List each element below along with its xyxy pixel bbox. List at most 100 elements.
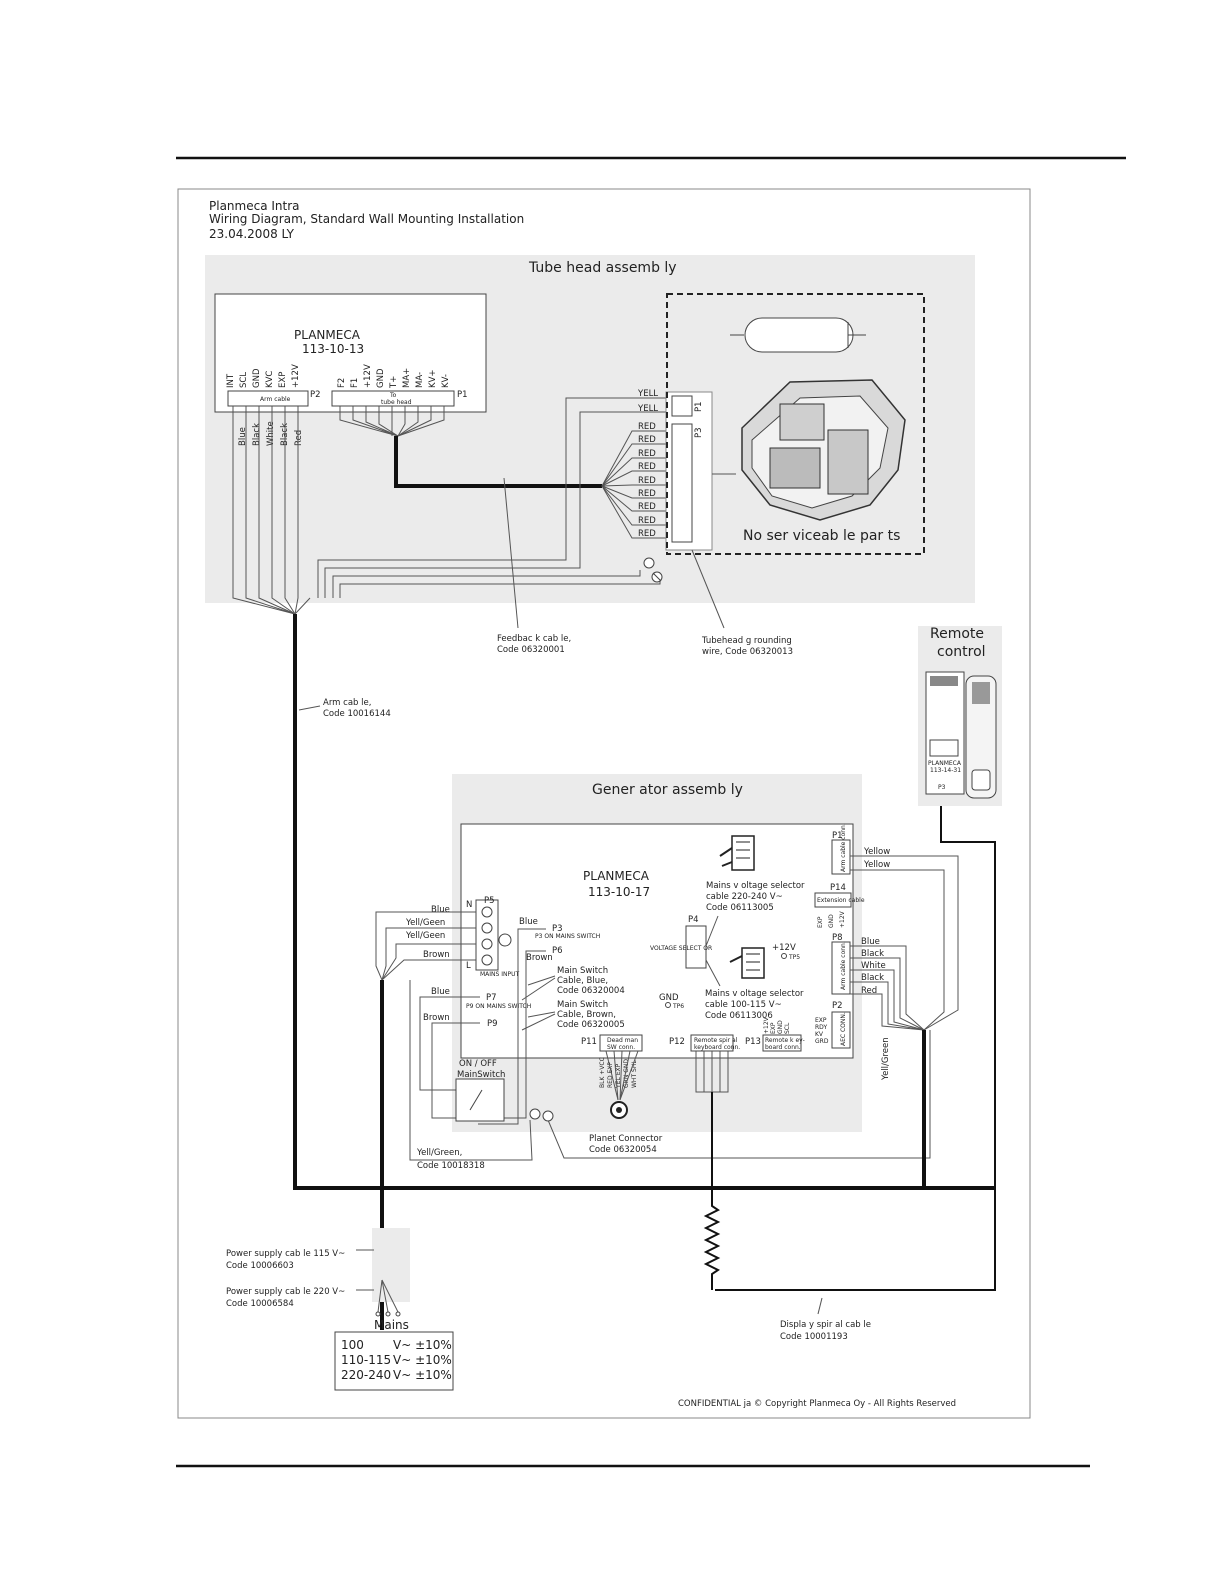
sel100-label-1: Mains v oltage selector bbox=[705, 989, 804, 999]
pin-label: +12V bbox=[291, 364, 301, 388]
p5-terminal bbox=[475, 899, 499, 971]
ms-blue-label-2: Cable, Blue, bbox=[557, 976, 608, 986]
mains-range: 100 bbox=[341, 1338, 364, 1352]
red-label: RED bbox=[638, 449, 656, 459]
pin-label: SCL bbox=[239, 372, 249, 388]
p3-label: P3 bbox=[552, 924, 563, 934]
grounding-leader bbox=[691, 549, 725, 629]
grounding-label-1: Tubehead g rounding bbox=[701, 636, 792, 646]
mains-spec: V~ ±10% bbox=[393, 1338, 452, 1352]
to-tubehead-label-1: To bbox=[389, 392, 397, 399]
pin-label: KV- bbox=[441, 374, 451, 388]
sel100-label-2: cable 100-115 V~ bbox=[705, 1000, 782, 1010]
pin-label: KVC bbox=[265, 371, 275, 388]
spiral-cable-icon bbox=[703, 1092, 721, 1290]
ps220-label-1: Power supply cab le 220 V~ bbox=[226, 1287, 345, 1297]
yg-cable-label-2: Code 10018318 bbox=[417, 1161, 485, 1171]
tubehead-board-name: PLANMECA bbox=[294, 328, 361, 342]
p13-conn-label-1: Remote k ey- bbox=[765, 1037, 805, 1044]
tp5-point bbox=[781, 953, 787, 959]
remote-chip bbox=[930, 676, 958, 686]
ms-leaders bbox=[521, 975, 556, 1031]
gen-p1-connector bbox=[831, 839, 851, 875]
ps220-label-2: Code 10006584 bbox=[226, 1299, 294, 1309]
tubehead-conn-p1 bbox=[671, 395, 693, 417]
p1-fanout bbox=[339, 406, 445, 437]
voltage-selector-label: VOLTAGE SELECT OR bbox=[650, 945, 712, 952]
p8-wire-label: Black bbox=[861, 973, 884, 983]
pin-label: INT bbox=[226, 373, 236, 388]
arm-cable-thick bbox=[293, 614, 995, 1190]
voltage-selector-100-icon bbox=[729, 947, 765, 979]
remote-board-name: PLANMECA bbox=[928, 760, 962, 767]
p8-wires bbox=[547, 945, 931, 1159]
confidential-notice: CONFIDENTIAL ja © Copyright Planmeca Oy … bbox=[678, 1399, 956, 1409]
p11-conn-label-2: SW conn. bbox=[607, 1044, 635, 1051]
p3-p6-wires bbox=[478, 928, 546, 1125]
ps-plug-wires bbox=[377, 1279, 399, 1313]
p13-conn-label-2: board conn. bbox=[765, 1044, 801, 1051]
wire-color-label: Blue bbox=[238, 427, 248, 446]
pin-label: F1 bbox=[350, 378, 360, 388]
gen-p2-conn-label: AEC CONN. bbox=[840, 1012, 847, 1046]
gen-p2-pin: KV bbox=[815, 1031, 824, 1038]
display-spiral-cable bbox=[715, 806, 996, 1291]
generator-board bbox=[460, 823, 854, 1059]
mains-title: Mains bbox=[374, 1318, 409, 1332]
tp6-point bbox=[665, 1002, 671, 1008]
tubehead-p1-label: P1 bbox=[457, 390, 468, 400]
display-leader bbox=[817, 1297, 823, 1315]
gen-p2-pin: RDY bbox=[815, 1024, 827, 1031]
remote-title-2: control bbox=[937, 644, 986, 660]
ground-screw-icon bbox=[542, 1110, 554, 1122]
main-switch-label-2: MainSwitch bbox=[457, 1070, 505, 1080]
p5-l-label: L bbox=[466, 961, 471, 971]
pin-label: +12V bbox=[363, 364, 373, 388]
feedback-cable-label-2: Code 06320001 bbox=[497, 645, 565, 655]
planet-connector-pin bbox=[616, 1107, 622, 1113]
p4-connector bbox=[685, 925, 707, 969]
tubehead-title: Tube head assemb ly bbox=[528, 260, 677, 276]
terminal-screw-icon bbox=[481, 938, 493, 950]
wire-color-label: Red bbox=[294, 430, 304, 446]
power-supply-panel bbox=[372, 1228, 410, 1302]
p7-small-label: P9 ON MAINS SWITCH bbox=[466, 1003, 531, 1010]
p5-wire-label: Yell/Geen bbox=[405, 931, 445, 941]
ground-icon bbox=[529, 1108, 541, 1120]
ground-icon bbox=[643, 557, 655, 569]
p6-wire-brown: Brown bbox=[526, 953, 553, 963]
sel220-label-1: Mains v oltage selector bbox=[706, 881, 805, 891]
doc-date: 23.04.2008 LY bbox=[209, 227, 295, 241]
terminal-screw-icon bbox=[481, 954, 493, 966]
remote-display-icon bbox=[972, 682, 990, 704]
p11-wires bbox=[605, 1050, 639, 1101]
gen-p2-pin: GRD bbox=[815, 1038, 829, 1045]
p11-connector bbox=[599, 1034, 643, 1052]
arm-cable-label-1: Arm cab le, bbox=[323, 698, 371, 708]
to-tubehead-label-2: tube head bbox=[381, 399, 412, 406]
yellow-label-1: Yellow bbox=[863, 847, 890, 857]
planet-label-2: Code 06320054 bbox=[589, 1145, 657, 1155]
p14-label: P14 bbox=[830, 883, 846, 893]
yell-label-1: YELL bbox=[637, 389, 658, 399]
p7-p9-wires bbox=[419, 996, 480, 1119]
pin-label: MA+ bbox=[402, 368, 412, 388]
pin-label: T+ bbox=[389, 376, 399, 389]
remote-keypad-icon bbox=[965, 675, 997, 799]
yell-label-2: YELL bbox=[637, 404, 658, 414]
p8-label: P8 bbox=[832, 933, 843, 943]
pin-label: MA- bbox=[415, 372, 425, 388]
p5-wire-label: Blue bbox=[431, 905, 450, 915]
wire-color-label: Black bbox=[252, 423, 262, 446]
p8-connector bbox=[831, 941, 851, 995]
terminal-screw-icon bbox=[481, 922, 493, 934]
mains-table bbox=[334, 1331, 454, 1391]
generator-title: Gener ator assemb ly bbox=[592, 782, 743, 798]
doc-subtitle: Wiring Diagram, Standard Wall Mounting I… bbox=[209, 212, 524, 226]
p9-label: P9 bbox=[487, 1019, 498, 1029]
p8-wire-label: White bbox=[861, 961, 886, 971]
sel220-label-2: cable 220-240 V~ bbox=[706, 892, 783, 902]
tubehead-p2-connector bbox=[227, 390, 309, 407]
mains-range: 110-115 bbox=[341, 1353, 391, 1367]
p11-label: P11 bbox=[581, 1037, 597, 1047]
